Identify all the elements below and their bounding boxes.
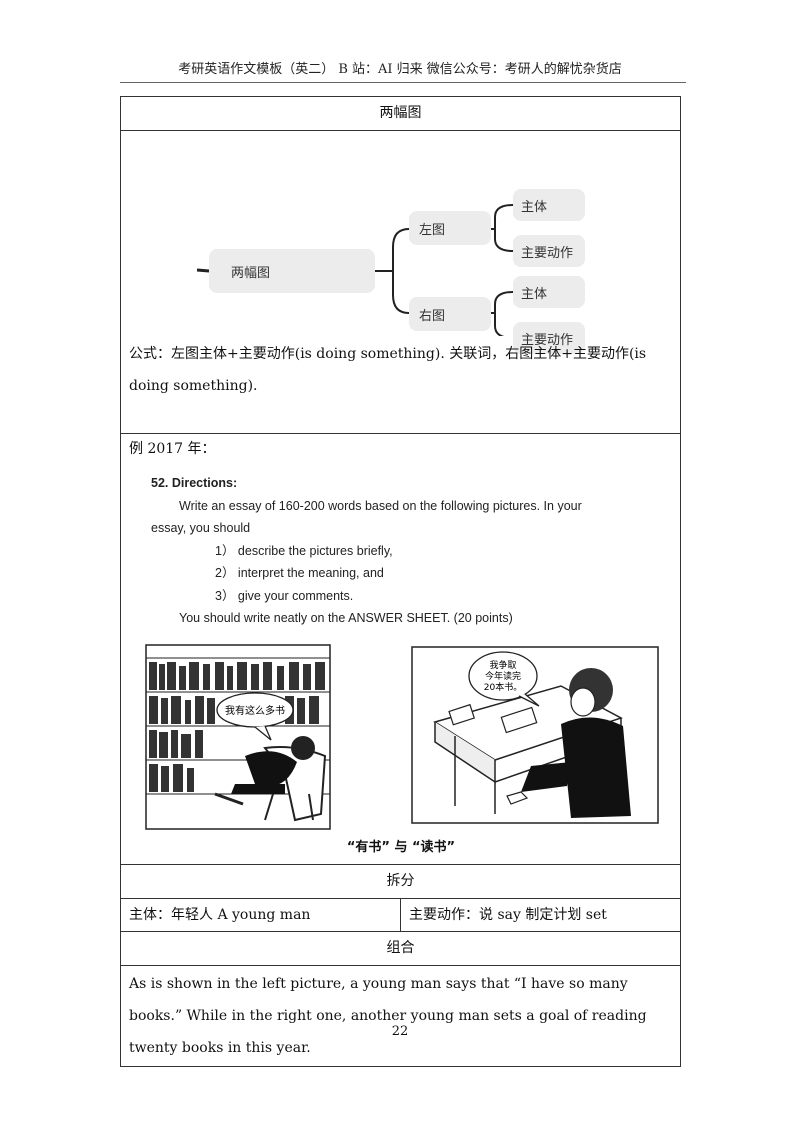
cartoon-caption: “有书” 与 “读书” xyxy=(346,840,456,855)
right-bubble-line2: 今年读完 xyxy=(485,670,521,682)
directions-line1: Write an essay of 160-200 words based on… xyxy=(179,498,582,513)
directions-note: You should write neatly on the ANSWER SH… xyxy=(179,611,513,625)
section-title-two-pictures: 两幅图 xyxy=(120,96,681,131)
header-rule xyxy=(120,82,686,83)
directions-title: 52. Directions: xyxy=(151,476,238,490)
split-action: 主要动作：说 say 制定计划 set xyxy=(400,898,681,932)
right-cartoon-desk: 我争取 今年读完 20本书。 xyxy=(411,646,659,824)
left-cartoon-bookshelf: 我有这么多书 xyxy=(145,644,331,830)
section-title-split: 拆分 xyxy=(120,864,681,899)
section-title-combine: 组合 xyxy=(120,931,681,966)
mindmap-left-branch: 左图 xyxy=(409,211,491,245)
mindmap-root: 两幅图 xyxy=(209,249,375,293)
directions-item-1: 1） describe the pictures briefly, xyxy=(215,543,393,558)
content-table: 两幅图 两幅图 左图 右图 主体 主要动作 主体 主要动作 公式：左图主体+主要… xyxy=(120,96,681,1067)
mindmap-right-action: 主要动作 xyxy=(513,322,585,354)
mindmap-left-subject: 主体 xyxy=(513,189,585,221)
mindmap-right-branch: 右图 xyxy=(409,297,491,331)
split-subject: 主体：年轻人 A young man xyxy=(120,898,401,932)
left-speech-bubble: 我有这么多书 xyxy=(225,704,285,717)
page-number: 22 xyxy=(391,1024,409,1039)
right-bubble-line3: 20本书。 xyxy=(484,681,522,693)
right-bubble-line1: 我争取 xyxy=(489,659,516,671)
formula-text: 公式：左图主体+主要动作(is doing something). 关联词，右图… xyxy=(129,346,647,394)
mindmap-connectors xyxy=(196,204,514,336)
page-header: 考研英语作文模板（英二） B 站：AI 归来 微信公众号：考研人的解忧杂货店 xyxy=(178,62,622,77)
exam-directions: 52. Directions: Write an essay of 160-20… xyxy=(151,472,671,630)
mindmap-right-subject: 主体 xyxy=(513,276,585,308)
example-label: 例 2017 年： xyxy=(129,441,216,457)
mindmap-left-action: 主要动作 xyxy=(513,235,585,267)
directions-item-2: 2） interpret the meaning, and xyxy=(215,566,384,580)
directions-line2: essay, you should xyxy=(151,521,251,535)
example-cell: 例 2017 年： 52. Directions: Write an essay… xyxy=(120,433,681,865)
combined-paragraph: As is shown in the left picture, a young… xyxy=(120,965,681,1067)
mindmap-cell: 两幅图 左图 右图 主体 主要动作 主体 主要动作 公式：左图主体+主要动作(i… xyxy=(120,130,681,434)
directions-item-3: 3） give your comments. xyxy=(215,588,354,603)
